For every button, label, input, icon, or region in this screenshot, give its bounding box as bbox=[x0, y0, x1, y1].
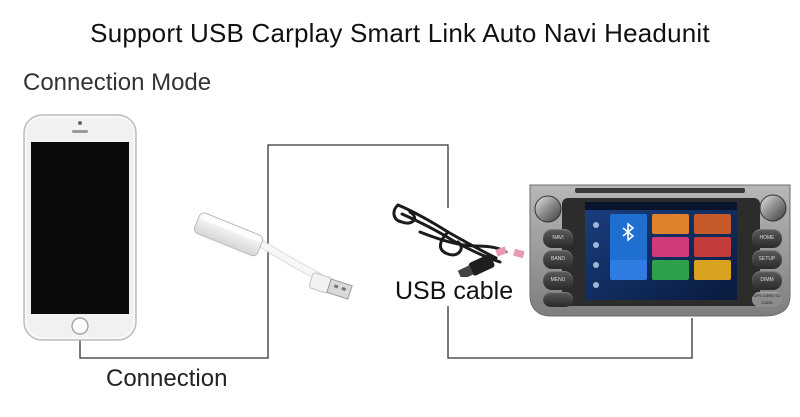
diagram-title: Support USB Carplay Smart Link Auto Navi… bbox=[90, 18, 710, 48]
phone-device bbox=[23, 114, 137, 341]
headunit-key-band[interactable]: BAND bbox=[543, 250, 573, 269]
headunit-key-home[interactable]: HOME bbox=[752, 229, 782, 248]
usb-plug bbox=[308, 272, 353, 300]
carplay-dongle bbox=[193, 212, 353, 300]
usb-cable-coil bbox=[392, 203, 508, 264]
headunit-key-navi[interactable]: NAVI bbox=[543, 229, 573, 248]
usb-cable-female-end bbox=[457, 254, 495, 280]
headunit-key-setup[interactable]: SETUP bbox=[752, 250, 782, 269]
phone-home-button bbox=[71, 317, 89, 335]
volume-knob bbox=[534, 195, 562, 223]
connection-mode-heading: Connection Mode bbox=[23, 69, 212, 96]
phone-screen bbox=[31, 142, 129, 314]
headunit-key-back[interactable] bbox=[543, 292, 573, 307]
headunit-device bbox=[529, 184, 791, 317]
cable-to-headunit-line bbox=[447, 290, 693, 359]
usb-cable-connector-pink bbox=[495, 246, 525, 259]
bluetooth-icon bbox=[622, 222, 635, 242]
headunit-key-dimm[interactable]: DIMM bbox=[752, 271, 782, 290]
screen-side-icons bbox=[593, 222, 599, 288]
phone-speaker bbox=[72, 130, 88, 133]
headunit-key-menu[interactable]: MENU bbox=[543, 271, 573, 290]
connection-label: Connection bbox=[106, 365, 228, 392]
dongle-body bbox=[193, 212, 264, 257]
headunit-disc-slot bbox=[575, 188, 745, 193]
usb-cable-label: USB cable bbox=[392, 277, 517, 306]
phone-camera bbox=[78, 121, 82, 125]
app-tiles bbox=[610, 214, 731, 280]
headunit-card-slot-label: GPS CARD SD CARD bbox=[752, 292, 782, 307]
tune-knob bbox=[759, 194, 787, 222]
